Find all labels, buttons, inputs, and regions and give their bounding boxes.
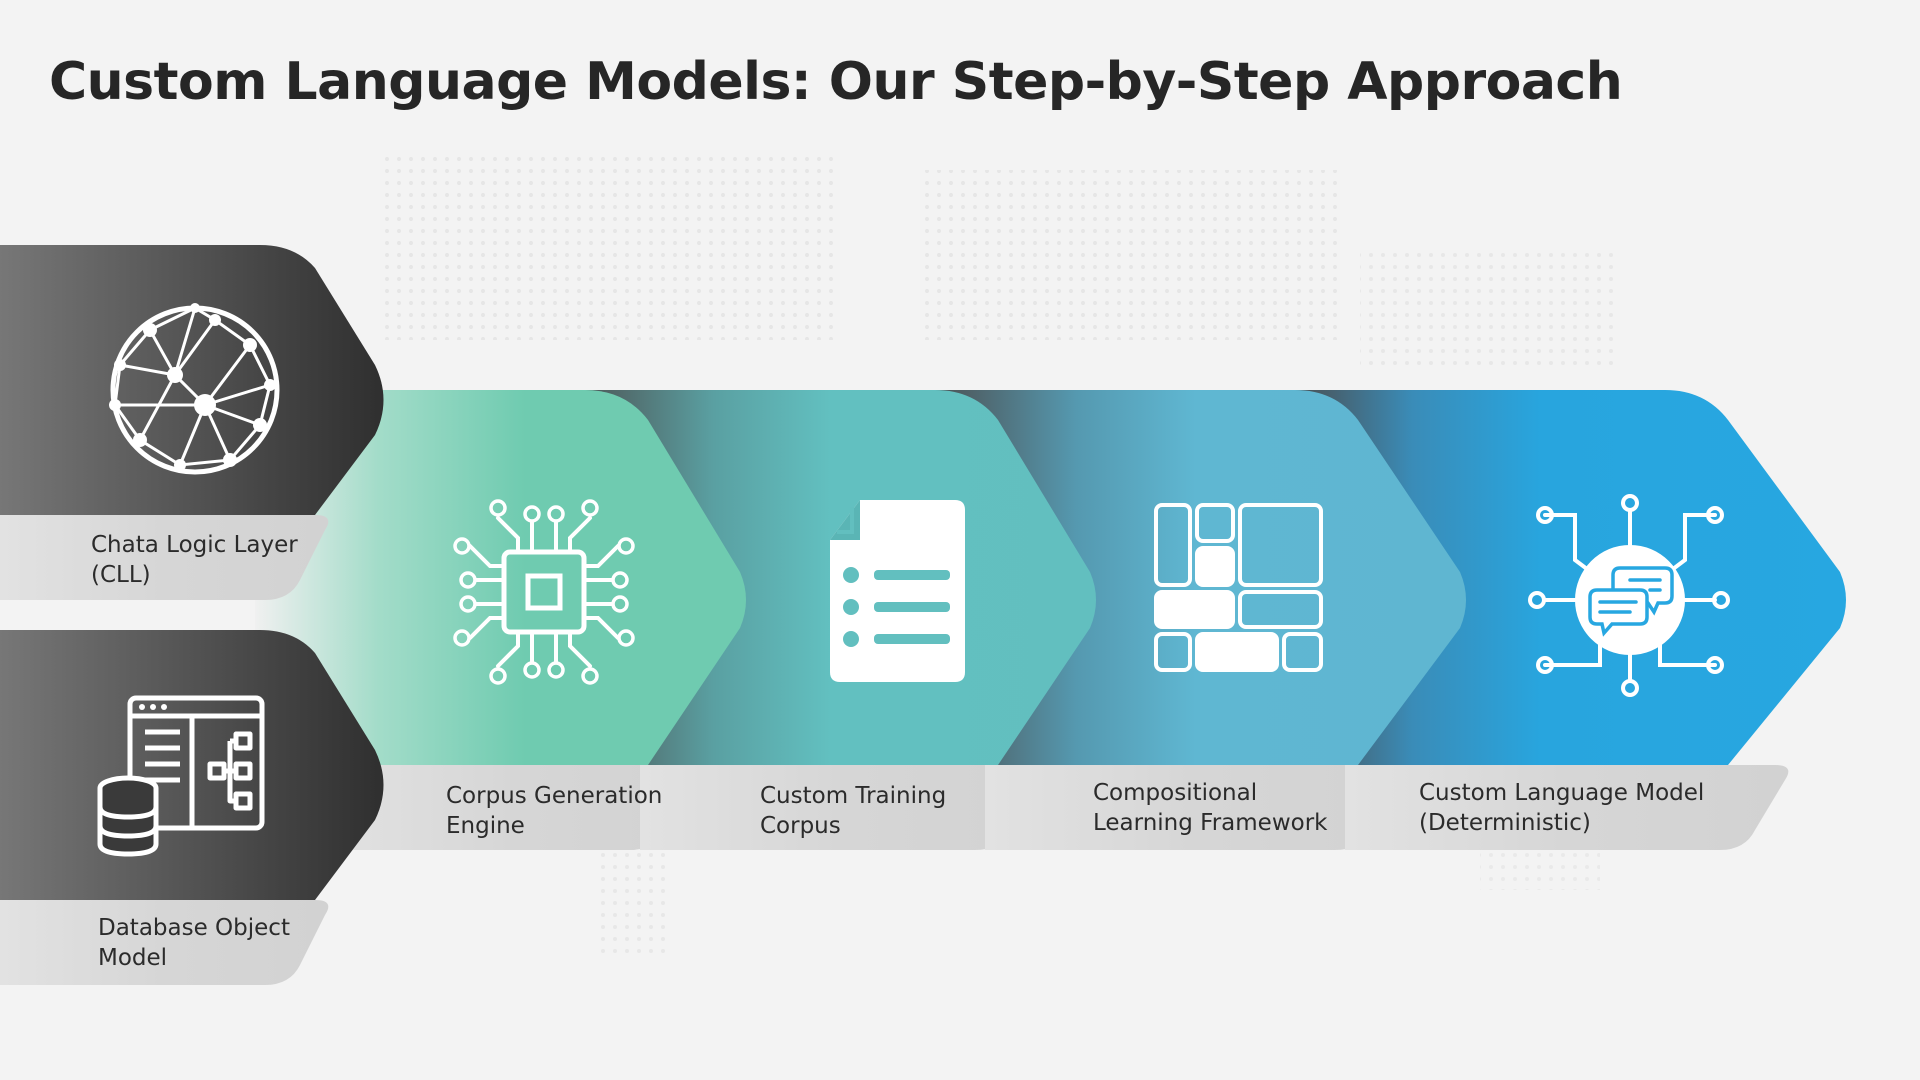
step-label-clf-line1: Compositional — [1093, 780, 1258, 806]
step-label-custom-language-model: Custom Language Model (Deterministic) — [1419, 778, 1704, 838]
step-label-corpus-engine-line1: Corpus Generation — [446, 783, 663, 809]
document-list-icon — [830, 500, 965, 682]
chat-network-icon — [1528, 494, 1730, 697]
page-title: Custom Language Models: Our Step-by-Step… — [49, 52, 1623, 112]
input-label-dbom-line1: Database Object — [98, 915, 290, 941]
input-label-cll-line1: Chata Logic Layer — [91, 532, 298, 558]
step-label-strips — [330, 765, 1789, 850]
step-label-training-corpus-line1: Custom Training — [760, 783, 947, 809]
input-label-database-object-model: Database Object Model — [98, 913, 290, 973]
cpu-chip-icon — [453, 499, 635, 685]
input-label-strips — [0, 515, 329, 985]
step-label-compositional-learning-framework: Compositional Learning Framework — [1093, 778, 1327, 838]
step-label-clf-line2: Learning Framework — [1093, 810, 1328, 836]
input-label-cll-line2: (CLL) — [91, 562, 151, 588]
step-label-corpus-generation-engine: Corpus Generation Engine — [446, 781, 662, 841]
chevron-corpus-generation-engine — [255, 390, 746, 765]
step-label-training-corpus-line2: Corpus — [760, 813, 841, 839]
chevron-custom-language-model — [1290, 390, 1846, 765]
blocks-grid-icon — [1154, 503, 1323, 672]
step-label-clm-line1: Custom Language Model — [1419, 780, 1705, 806]
input-label-cll: Chata Logic Layer (CLL) — [91, 530, 298, 590]
step-label-clm-line2: (Deterministic) — [1419, 810, 1591, 836]
world-map-dots-decoration — [380, 150, 1620, 960]
database-schema-icon — [97, 695, 265, 857]
input-shape-cll — [0, 245, 384, 515]
globe-network-icon — [109, 303, 280, 475]
step-label-custom-training-corpus: Custom Training Corpus — [760, 781, 946, 841]
input-label-dbom-line2: Model — [98, 945, 168, 971]
step-label-corpus-engine-line2: Engine — [446, 813, 525, 839]
